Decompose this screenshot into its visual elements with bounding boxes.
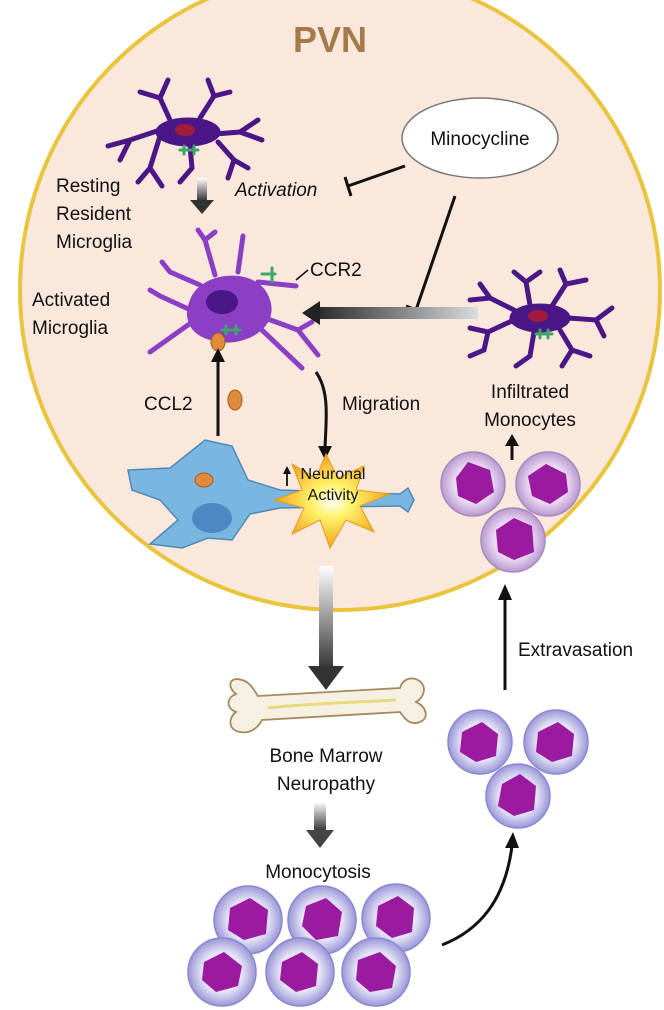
activated-label-2: Microglia	[32, 318, 108, 339]
arrowhead-monocytosis-to-blood	[505, 832, 519, 848]
blood-monocyte-cluster	[447, 709, 589, 829]
resting-label-2: Resident	[56, 204, 132, 225]
pvn-title: PVN	[293, 19, 367, 60]
extravasation-label: Extravasation	[518, 640, 633, 661]
resting-label-1: Resting	[56, 176, 120, 197]
neuronal-activity-burst	[272, 452, 391, 550]
arrowhead-rest-to-active	[190, 200, 214, 214]
arrowhead-bone-to-monocytosis	[306, 830, 334, 848]
activation-label: Activation	[234, 180, 317, 201]
infiltrated-label-2: Monocytes	[484, 410, 576, 431]
inhibit-activation-line	[347, 164, 406, 188]
neuron-icon	[127, 439, 415, 549]
arrow-migration	[314, 371, 328, 449]
infiltrated-label-1: Infiltrated	[491, 382, 569, 403]
bone-label-1: Bone Marrow	[270, 746, 383, 767]
arrowhead-extravasation	[498, 584, 512, 600]
ccl2-free-icon	[227, 389, 243, 411]
arrowhead-pvn-to-bone	[308, 666, 344, 690]
pvn-monocyte-cluster	[440, 451, 581, 573]
minocycline-node	[401, 97, 559, 179]
neuronal-label-1: Neuronal	[301, 466, 366, 483]
inhibit-activation-bar	[343, 176, 353, 197]
migration-label: Migration	[342, 394, 420, 415]
arrow-infiltrate-to-active	[318, 307, 478, 319]
arrow-monocytosis-to-blood	[441, 845, 514, 947]
arrow-rest-to-active	[197, 178, 207, 200]
arrowhead-monocytes-to-infiltrated	[505, 434, 519, 446]
infiltrated-monocyte-icon	[467, 267, 615, 369]
ccr2-pointer	[295, 269, 309, 281]
bone-icon	[227, 677, 427, 734]
monocytosis-cluster	[187, 883, 431, 1007]
minocycline-label: Minocycline	[430, 129, 529, 150]
arrowhead-migration	[318, 446, 332, 460]
inhibit-infiltration-line	[414, 195, 457, 311]
resting-microglia-icon	[105, 77, 265, 189]
resting-label-3: Microglia	[56, 232, 132, 253]
arrowhead-neuron-to-microglia	[211, 348, 225, 362]
bone-label-2: Neuropathy	[277, 774, 376, 795]
ccl2-label: CCL2	[144, 394, 193, 415]
arrowhead-infiltrate-to-active	[302, 301, 320, 325]
neuronal-label-2: Activity	[308, 487, 359, 504]
ccr2-label: CCR2	[310, 260, 362, 281]
activated-label-1: Activated	[32, 290, 110, 311]
monocytosis-label: Monocytosis	[265, 862, 371, 883]
arrow-bone-to-monocytosis	[314, 802, 326, 830]
activated-microglia-icon	[147, 227, 321, 371]
up-arrowhead-activity	[283, 466, 291, 474]
arrow-pvn-to-bone	[319, 566, 333, 666]
